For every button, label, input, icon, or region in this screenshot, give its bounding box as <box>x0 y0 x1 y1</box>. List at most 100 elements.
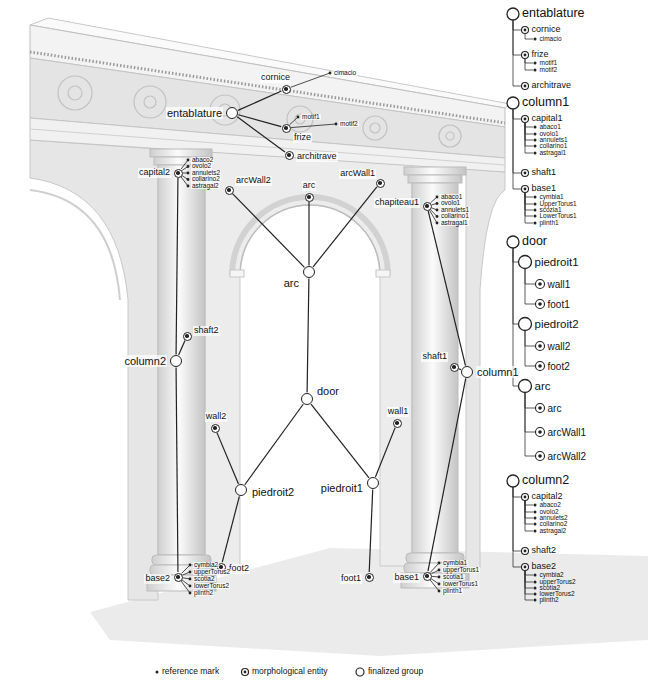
group-connector <box>176 178 178 355</box>
group-connector <box>428 378 466 571</box>
entity-circle <box>536 300 545 309</box>
tree-line <box>525 501 533 513</box>
reference-mark <box>534 196 537 199</box>
reference-mark <box>187 159 190 162</box>
tree-line <box>525 501 533 532</box>
legend-text: morphological entity <box>252 667 328 676</box>
tree-label: collarino1 <box>540 143 568 150</box>
tree-line <box>525 571 533 583</box>
finalized-group: entablature <box>226 107 238 119</box>
entity-dot <box>524 496 527 499</box>
reference-mark <box>534 62 537 65</box>
group-circle <box>519 256 532 269</box>
morphological-entity: frize <box>282 124 291 133</box>
group-connector <box>232 194 304 268</box>
group-label: piedroit2 <box>251 486 295 498</box>
entity-circle <box>522 186 529 193</box>
entity-circle <box>536 452 545 461</box>
morphological-entity: arc <box>305 193 314 202</box>
entity-label: frize <box>293 133 312 143</box>
tree-line <box>525 193 533 217</box>
entity-circle <box>522 564 529 571</box>
entity-circle <box>536 362 545 371</box>
reference-mark <box>534 593 537 596</box>
group-connector <box>237 117 285 152</box>
tree-line <box>525 393 535 457</box>
tree-label: column2 <box>522 474 569 488</box>
tree-label: astragal2 <box>540 528 567 535</box>
tree-line <box>525 571 533 595</box>
tree-line <box>525 123 533 135</box>
tree-label: wall1 <box>548 279 571 290</box>
tree-label: capital2 <box>532 492 563 502</box>
group-label: column1 <box>476 366 520 378</box>
tree-label: motif1 <box>540 60 558 67</box>
reference-mark <box>436 202 439 205</box>
entity-label: arcWall1 <box>339 169 376 179</box>
group-circle <box>519 318 532 331</box>
entity-label: wall1 <box>387 407 410 417</box>
tree-label: cornice <box>532 25 561 35</box>
tree-label: cymbia1 <box>540 194 564 201</box>
reference-mark <box>189 578 192 581</box>
tree-label: foot2 <box>548 361 570 372</box>
entity-circle <box>522 170 529 177</box>
reference-mark <box>187 165 190 168</box>
entity-dot <box>524 85 527 88</box>
entity-dot <box>524 29 527 32</box>
entity-circle <box>536 280 545 289</box>
entity-dot <box>538 302 542 306</box>
tree-line <box>513 248 518 262</box>
reference-mark <box>297 116 300 119</box>
reference-mark <box>534 69 537 72</box>
entity-dot <box>524 188 527 191</box>
group-connector <box>307 278 309 392</box>
reference-mark <box>534 222 537 225</box>
group-circle <box>507 475 519 487</box>
entity-label: shaft2 <box>193 326 220 336</box>
group-connector <box>375 428 395 477</box>
entity-dot <box>524 550 527 553</box>
reference-mark <box>534 152 537 155</box>
reference-mark <box>436 209 439 212</box>
tree-label: LowerTorus1 <box>540 213 577 220</box>
column-right <box>401 167 469 588</box>
entity-dot <box>538 430 542 434</box>
leader-line <box>291 124 336 128</box>
morphological-entity: arcWall2 <box>225 186 234 195</box>
reference-mark <box>438 569 441 572</box>
tree-label: plinth1 <box>540 220 559 227</box>
tree-label: astragal1 <box>540 150 567 157</box>
reference-label: motif2 <box>339 121 359 128</box>
tree-label: frize <box>532 50 549 60</box>
reference-mark <box>534 203 537 206</box>
leader-line <box>181 581 190 593</box>
entity-circle <box>522 116 529 123</box>
entity-dot <box>538 282 542 286</box>
reference-mark <box>534 504 537 507</box>
entity-label: foot1 <box>340 574 362 584</box>
tree-line <box>525 193 533 198</box>
group-label: entablature <box>166 107 223 119</box>
reference-mark <box>534 145 537 148</box>
group-connector <box>238 115 281 127</box>
tree-label: shaft1 <box>532 168 557 178</box>
reference-mark <box>534 581 537 584</box>
tree-line <box>525 501 533 506</box>
group-label: arc <box>283 277 300 289</box>
tree-label: base2 <box>532 562 557 572</box>
entity-circle <box>522 494 529 501</box>
reference-mark <box>436 222 439 225</box>
left-arch-band <box>30 190 120 300</box>
tree-line <box>525 34 533 40</box>
reference-mark <box>438 576 441 579</box>
tree-line <box>525 331 535 347</box>
tree-label: arc <box>548 403 562 414</box>
reference-mark <box>534 587 537 590</box>
group-circle <box>507 236 519 248</box>
entity-circle <box>536 404 545 413</box>
tree-line <box>525 501 533 519</box>
tree-line <box>525 331 535 367</box>
reference-label: plinth1 <box>442 588 463 595</box>
entity-circle <box>522 52 529 59</box>
